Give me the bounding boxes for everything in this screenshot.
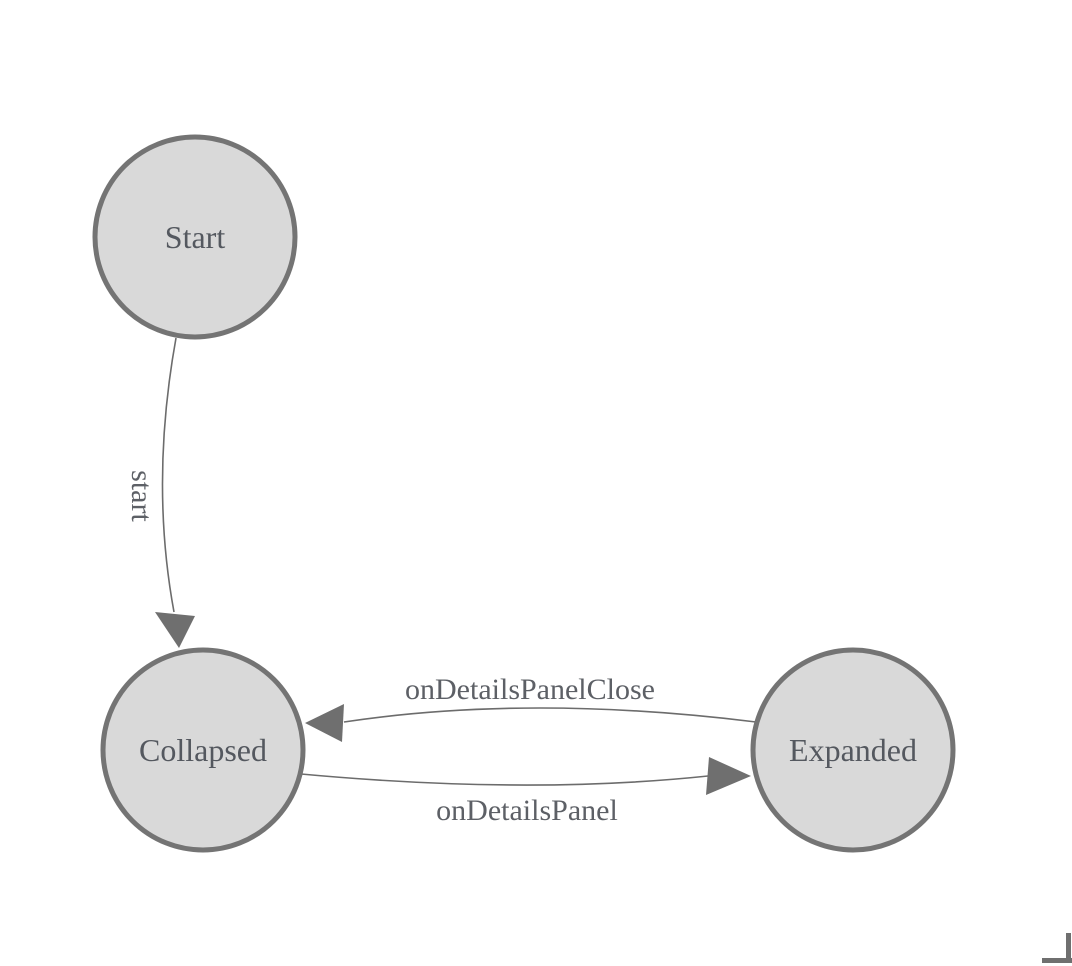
canvas-corner-vertical-bar (1066, 933, 1071, 963)
canvas-corner-horizontal-bar (1042, 958, 1072, 963)
transition-edge-start-to-collapsed (161, 337, 177, 613)
transition-label-expanded-to-collapsed: onDetailsPanelClose (405, 673, 655, 706)
arrowhead-icon-start-to-collapsed (155, 612, 195, 648)
transition-edge-expanded-to-collapsed (343, 707, 757, 723)
arrowhead-icon-collapsed-to-expanded (706, 757, 751, 795)
state-node-collapsed[interactable] (100, 647, 306, 853)
transition-edge-collapsed-to-expanded (300, 773, 709, 786)
transition-label-start-to-collapsed: start (125, 470, 158, 522)
state-node-start[interactable] (92, 134, 298, 340)
state-node-expanded[interactable] (750, 647, 956, 853)
canvas-corner-resize-handle[interactable] (1042, 933, 1072, 963)
arrowhead-icon-expanded-to-collapsed (305, 704, 344, 742)
transition-label-collapsed-to-expanded: onDetailsPanel (436, 794, 618, 827)
